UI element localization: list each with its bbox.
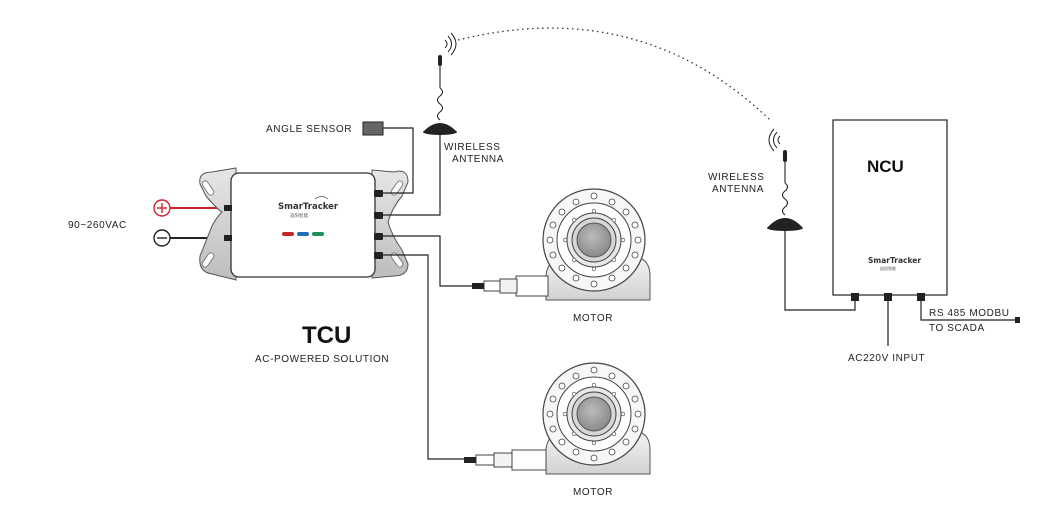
- ncu-body: [832, 119, 948, 296]
- wireless-link-path: [457, 27, 771, 121]
- ncu-unit: NCU SmarTracker 追阳智能 RS 485 MODBU TO SCA…: [832, 119, 1020, 364]
- ncu-port-3: [917, 293, 925, 301]
- tcu-left-bracket: [199, 167, 237, 281]
- led-blue: [297, 232, 309, 236]
- tcu-brand-tagline: 追阳智能: [290, 212, 308, 219]
- motor-top: MOTOR: [472, 188, 651, 324]
- left-antenna-label-line2: ANTENNA: [452, 154, 504, 165]
- angle-sensor: ANGLE SENSOR: [266, 121, 414, 194]
- ncu-brand-tagline: 追阳智能: [880, 265, 896, 271]
- tcu-unit: SmarTracker 追阳智能: [199, 167, 409, 281]
- tcu-right-bracket: [371, 169, 409, 279]
- left-wireless-antenna: WIRELESS ANTENNA: [383, 32, 504, 216]
- ncu-brand-logo: SmarTracker: [868, 256, 921, 265]
- tcu-brand-logo: SmarTracker: [278, 202, 339, 212]
- left-antenna-label-line1: WIRELESS: [444, 142, 500, 153]
- rs485-label-line1: RS 485 MODBU: [929, 308, 1010, 319]
- motor-top-label: MOTOR: [573, 313, 613, 324]
- voltage-label: 90~260VAC: [68, 220, 127, 231]
- ncu-port-1: [851, 293, 859, 301]
- tcu-title: TCU: [302, 322, 351, 349]
- tcu-port-3: [374, 233, 383, 240]
- led-green: [312, 232, 324, 236]
- ac220-input-label: AC220V INPUT: [848, 353, 925, 364]
- led-red: [282, 232, 294, 236]
- ncu-port-2: [884, 293, 892, 301]
- tcu-body: [230, 172, 376, 278]
- ncu-title: NCU: [867, 157, 904, 176]
- tcu-subtitle: AC-POWERED SOLUTION: [255, 354, 389, 365]
- tcu-port-2: [374, 212, 383, 219]
- wire-to-motor-bottom: [383, 254, 464, 460]
- right-antenna-label-line2: ANTENNA: [712, 184, 764, 195]
- angle-sensor-icon: [362, 121, 384, 136]
- power-input: 90~260VAC: [68, 199, 230, 247]
- motor-bottom-label: MOTOR: [573, 487, 613, 498]
- right-wireless-antenna: WIRELESS ANTENNA: [708, 128, 856, 311]
- wire-to-motor-top: [383, 235, 472, 287]
- angle-sensor-label: ANGLE SENSOR: [266, 124, 352, 135]
- right-antenna-label-line1: WIRELESS: [708, 172, 764, 183]
- tcu-port-1: [374, 190, 383, 197]
- motor-bottom: MOTOR: [464, 362, 651, 498]
- tcu-port-4: [374, 252, 383, 259]
- rs485-label-line2: TO SCADA: [929, 323, 985, 334]
